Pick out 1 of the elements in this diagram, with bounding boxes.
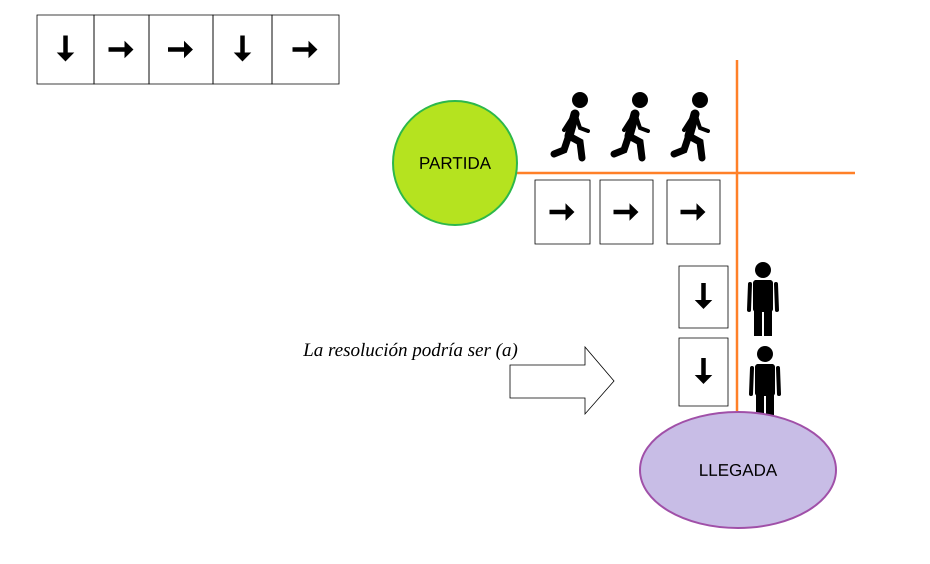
caption-text: La resolución podría ser (a) bbox=[302, 342, 518, 360]
